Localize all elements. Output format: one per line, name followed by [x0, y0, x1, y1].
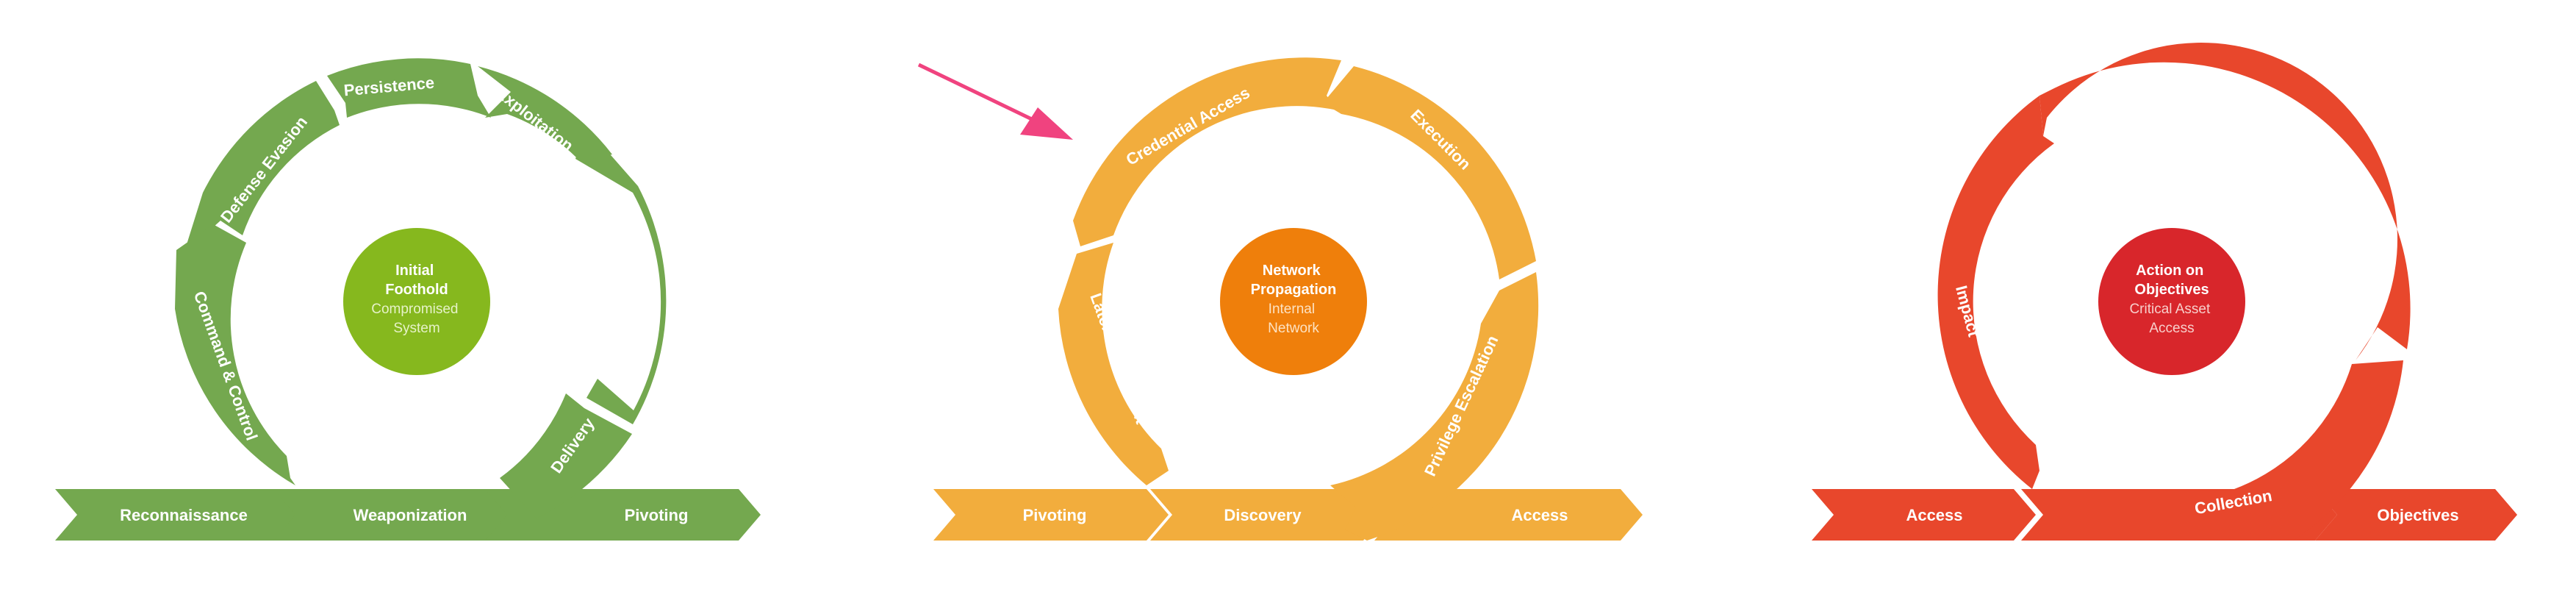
bar-label-reconnaissance: Reconnaissance: [120, 506, 248, 524]
svg-text:Network Propagation: Network Propagation: [1251, 263, 1337, 298]
hub-network-propagation: [1220, 228, 1367, 375]
bar-label-weaponization: Weaponization: [354, 506, 467, 524]
bar-segment-discovery: [1150, 489, 1382, 541]
hub-sub-line: Compromised: [371, 302, 458, 317]
svg-text:Internal Network: Internal Network: [1268, 302, 1319, 336]
hub-title-line: Network: [1263, 263, 1321, 279]
bar-segment-reconnaissance: [55, 489, 312, 541]
cycle-network-propagation: Network Propagation Internal Network Piv…: [933, 57, 1643, 541]
bar-segment-pivoting: [933, 489, 1169, 541]
bar-label-pivoting: Pivoting: [625, 506, 689, 524]
hub-sub-line: Internal: [1269, 302, 1315, 317]
hub-sub-line: Network: [1268, 321, 1319, 336]
svg-text:Initial Foothold: Initial Foothold: [385, 263, 448, 298]
hub-title-line: Objectives: [2134, 282, 2209, 298]
hub-title-line: Action on: [2136, 263, 2203, 279]
bar-segment-objectives: [2315, 489, 2517, 541]
bar-segment-access: [1374, 489, 1643, 541]
svg-text:Compromised System: Compromised System: [371, 302, 462, 336]
arc-segment-impact: [1937, 96, 2054, 489]
hub-action-on-objectives: [2098, 228, 2245, 375]
arc-segment-credential-access: [1073, 57, 1341, 247]
arc-segment-delivery: [500, 393, 632, 518]
cycle-action-on-objectives: Action on Objectives Critical Asset Acce…: [1812, 43, 2517, 541]
arc-segment-exploitation: [478, 66, 612, 162]
arc-segment-lateral-movement: [1058, 243, 1169, 485]
bar-label-discovery: Discovery: [1224, 506, 1302, 524]
hub-title-line: Foothold: [385, 282, 448, 298]
arc-segment-command-control: [175, 224, 295, 485]
arc-segment-collection-sweep: [2051, 360, 2403, 541]
arc-label-social-engineering: Social Engineering: [607, 196, 662, 342]
bar-segment-access: [1812, 489, 2036, 541]
cycle-initial-foothold: Initial Foothold Compromised System Reco…: [55, 58, 761, 541]
svg-text:Critical Asset Access: Critical Asset Access: [2129, 302, 2214, 336]
bar-segment-weaponization: [273, 489, 522, 541]
arc-segment-social-engineering: [575, 126, 667, 424]
bar-label-pivoting: Pivoting: [1023, 506, 1087, 524]
arc-segment-execution: [1323, 66, 1536, 279]
hub-initial-foothold: [343, 228, 490, 375]
svg-text:Action on Objectives: Action on Objectives: [2134, 263, 2209, 298]
hub-sub-line: Access: [2149, 321, 2194, 336]
arc-segment-defense-evasion: [184, 81, 340, 254]
bar-label-objectives: Objectives: [2377, 506, 2458, 524]
annotation-arrow: [917, 63, 1073, 140]
hub-sub-line: Critical Asset: [2129, 302, 2211, 317]
bar-label-access: Access: [1906, 506, 1962, 524]
arc-segment-persistence: [327, 58, 491, 118]
hub-sub-line: System: [393, 321, 440, 336]
hub-title-line: Initial: [395, 263, 434, 279]
bar-label-access: Access: [1511, 506, 1568, 524]
arc-segment-privilege-escalation: [1330, 272, 1539, 541]
hub-title-line: Propagation: [1251, 282, 1337, 298]
